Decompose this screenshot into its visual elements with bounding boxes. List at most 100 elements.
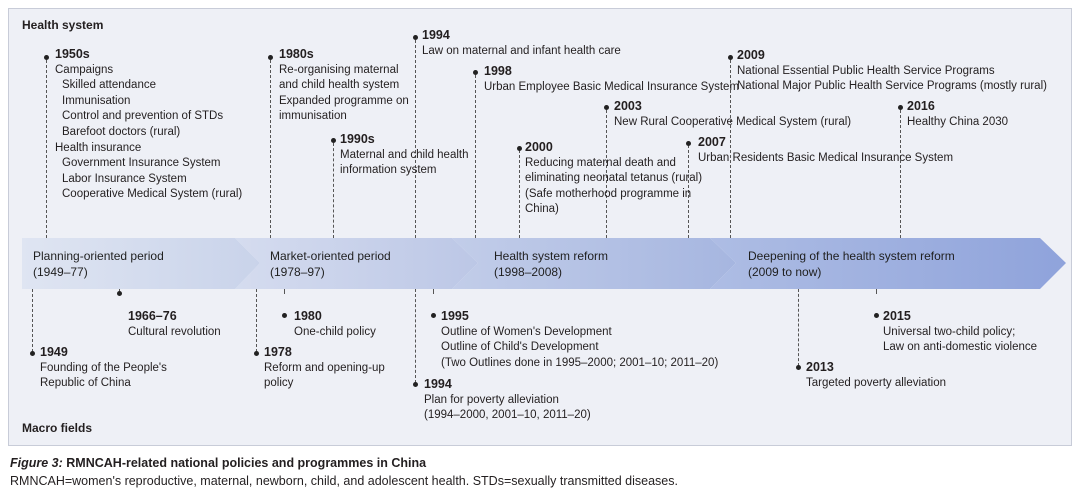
dot-1966	[117, 291, 122, 296]
event-line: Re-organising maternal	[279, 63, 399, 76]
dot-1994-health	[413, 35, 418, 40]
event-1994-health: 1994 Law on maternal and infant health c…	[422, 28, 621, 59]
event-1966: 1966–76 Cultural revolution	[128, 309, 221, 340]
event-line: information system	[340, 164, 437, 177]
figure-caption: Figure 3: RMNCAH-related national polici…	[10, 454, 678, 490]
connector-1994-health	[415, 40, 416, 238]
event-1980-macro: 1980 One-child policy	[294, 309, 376, 340]
event-line: Law on maternal and infant health care	[422, 44, 621, 57]
event-line: Reducing maternal death and	[525, 156, 676, 169]
event-1995-year: 1995	[441, 309, 469, 323]
event-2015-year: 2015	[883, 309, 911, 323]
event-line: Urban Residents Basic Medical Insurance …	[698, 151, 954, 164]
connector-2016	[900, 110, 901, 238]
event-line: Health insurance	[55, 141, 142, 154]
dot-2007	[686, 141, 691, 146]
event-1978-year: 1978	[264, 345, 292, 359]
dot-1950s	[44, 55, 49, 60]
event-line: Government Insurance System	[62, 157, 221, 170]
connector-1980-macro	[284, 289, 285, 294]
event-1994-macro-year: 1994	[424, 377, 452, 391]
event-1994-year: 1994	[422, 28, 450, 42]
event-line: National Essential Public Health Service…	[737, 64, 995, 77]
dot-2016	[898, 105, 903, 110]
event-line: Law on anti-domestic violence	[883, 341, 1038, 354]
dot-1995	[431, 313, 436, 318]
connector-1995	[433, 289, 434, 294]
event-line: Barefoot doctors (rural)	[62, 125, 181, 138]
dot-2003	[604, 105, 609, 110]
event-2000: 2000 Reducing maternal death and elimina…	[525, 140, 702, 218]
event-line: Founding of the People's	[40, 361, 167, 374]
event-line: Outline of Child's Development	[441, 341, 599, 354]
dot-1978	[254, 351, 259, 356]
event-line: Healthy China 2030	[907, 115, 1009, 128]
event-line: Labor Insurance System	[62, 172, 187, 185]
dot-1994-macro	[413, 382, 418, 387]
connector-1980s	[270, 60, 271, 238]
event-1994-macro: 1994 Plan for poverty alleviation (1994–…	[424, 377, 591, 424]
connector-1990s	[333, 143, 334, 238]
event-line: Cultural revolution	[128, 325, 221, 338]
period-4-name: Deepening of the health system reform	[748, 249, 955, 263]
event-1998: 1998 Urban Employee Basic Medical Insura…	[484, 64, 739, 95]
connector-1950s	[46, 60, 47, 238]
event-line: Maternal and child health	[340, 148, 469, 161]
period-2: Market-oriented period (1978–97)	[270, 248, 391, 280]
period-2-name: Market-oriented period	[270, 249, 391, 263]
health-system-label: Health system	[22, 18, 104, 32]
event-2003-year: 2003	[614, 99, 642, 113]
event-1980s-year: 1980s	[279, 47, 314, 61]
event-line: Universal two-child policy;	[883, 325, 1016, 338]
event-line: Expanded programme on	[279, 94, 409, 107]
dot-1990s	[331, 138, 336, 143]
dot-1980-macro	[282, 313, 287, 318]
event-line: Campaigns	[55, 63, 114, 76]
event-2016-year: 2016	[907, 99, 935, 113]
event-2015: 2015 Universal two-child policy; Law on …	[883, 309, 1037, 356]
period-arrow-4	[710, 238, 1066, 289]
period-1-years: (1949–77)	[33, 265, 88, 279]
connector-2009	[730, 60, 731, 238]
connector-1949	[32, 289, 33, 352]
period-arrow-2	[235, 238, 478, 289]
event-1998-year: 1998	[484, 64, 512, 78]
event-1995: 1995 Outline of Women's Development Outl…	[441, 309, 718, 371]
event-1980-year: 1980	[294, 309, 322, 323]
event-2007-year: 2007	[698, 135, 726, 149]
figure-title: RMNCAH-related national policies and pro…	[62, 456, 427, 470]
event-line: (1994–2000, 2001–10, 2011–20)	[424, 409, 591, 422]
dot-1980s	[268, 55, 273, 60]
event-1980s: 1980s Re-organising maternal and child h…	[279, 47, 409, 125]
dot-2000	[517, 146, 522, 151]
period-3: Health system reform (1998–2008)	[494, 248, 608, 280]
event-line: Urban Employee Basic Medical Insurance S…	[484, 80, 740, 93]
event-2000-year: 2000	[525, 140, 553, 154]
diagram-panel	[8, 8, 1072, 446]
event-line: Control and prevention of STDs	[62, 110, 224, 123]
event-1990s: 1990s Maternal and child health informat…	[340, 132, 469, 179]
event-line: New Rural Cooperative Medical System (ru…	[614, 115, 852, 128]
event-1950s-year: 1950s	[55, 47, 90, 61]
event-line: China)	[525, 203, 559, 216]
event-line: Reform and opening-up	[264, 361, 385, 374]
event-line: (Safe motherhood programme in	[525, 187, 692, 200]
figure-number: Figure 3:	[10, 456, 63, 470]
event-1949: 1949 Founding of the People's Republic o…	[40, 345, 167, 392]
connector-2015	[876, 289, 877, 294]
caption-title-line: Figure 3: RMNCAH-related national polici…	[10, 454, 678, 472]
event-line: One-child policy	[294, 325, 376, 338]
period-4: Deepening of the health system reform (2…	[748, 248, 955, 280]
period-4-years: (2009 to now)	[748, 265, 822, 279]
period-arrow-3	[452, 238, 736, 289]
dot-2009	[728, 55, 733, 60]
dot-2015	[874, 313, 879, 318]
macro-fields-label: Macro fields	[22, 421, 93, 435]
event-line: policy	[264, 377, 294, 390]
event-line: Plan for poverty alleviation	[424, 393, 559, 406]
caption-note: RMNCAH=women's reproductive, maternal, n…	[10, 474, 678, 488]
event-line: (Two Outlines done in 1995–2000; 2001–10…	[441, 356, 719, 369]
connector-2007	[688, 145, 689, 238]
event-1978: 1978 Reform and opening-up policy	[264, 345, 385, 392]
connector-2013	[798, 289, 799, 366]
